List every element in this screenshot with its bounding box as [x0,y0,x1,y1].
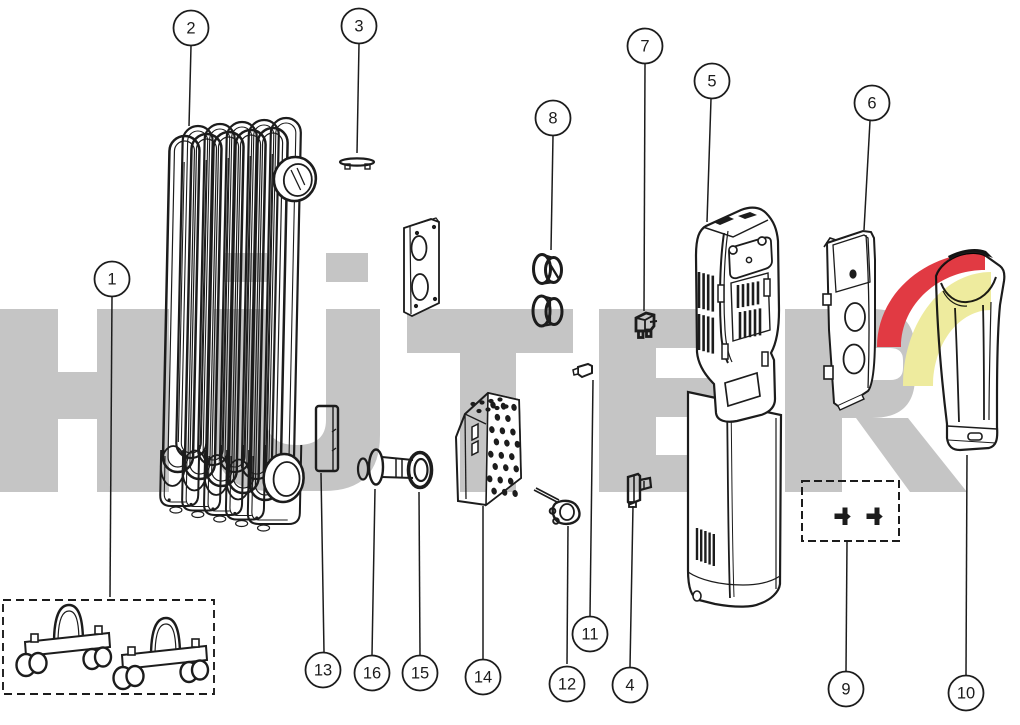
svg-text:8: 8 [548,110,557,128]
svg-text:13: 13 [314,662,332,680]
svg-text:16: 16 [363,665,381,683]
svg-text:12: 12 [558,676,576,694]
svg-text:7: 7 [640,38,649,56]
svg-text:2: 2 [186,20,195,38]
svg-text:4: 4 [625,677,634,695]
svg-text:1: 1 [107,271,116,289]
svg-text:15: 15 [411,665,429,683]
svg-text:11: 11 [581,626,598,644]
svg-text:9: 9 [841,681,850,699]
svg-text:14: 14 [474,669,492,687]
svg-text:5: 5 [707,73,716,91]
svg-text:10: 10 [957,685,975,703]
svg-text:6: 6 [867,95,876,113]
svg-text:3: 3 [354,18,363,36]
